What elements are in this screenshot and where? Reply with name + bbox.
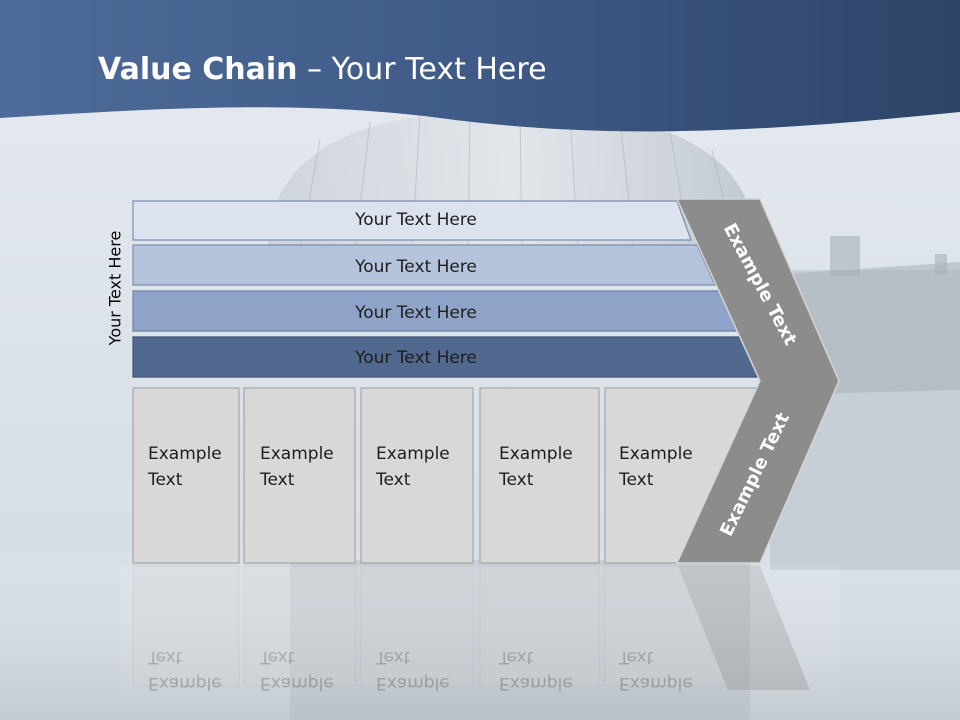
box-2: Example Text [243, 387, 356, 564]
box-1-line1: Example [148, 444, 222, 464]
box-1-line2: Text [147, 470, 183, 490]
box-4: Example Text [479, 387, 600, 564]
chevron-arrow: Example Text Example Text [675, 198, 840, 564]
title-bold: Value Chain [98, 52, 298, 87]
bar-2-shape [132, 244, 716, 286]
box-2-shape [243, 387, 356, 564]
box-2-line1: Example [260, 444, 334, 464]
bar-4: Your Text Here [132, 336, 763, 378]
bar-4-label: Your Text Here [354, 348, 477, 368]
box-4-line2: Text [498, 470, 534, 490]
box-3-line1: Example [376, 444, 450, 464]
box-1: Example Text [132, 387, 240, 564]
box-5-line2: Text [618, 470, 654, 490]
bar-1: Your Text Here [132, 200, 692, 241]
box-1-shape [132, 387, 240, 564]
title-rest: – Your Text Here [297, 52, 547, 87]
bar-2-label: Your Text Here [354, 257, 477, 277]
reflection: Text Example Text Example Text Example T… [120, 565, 840, 706]
bar-1-label: Your Text Here [354, 210, 477, 230]
chevron-shape [675, 198, 840, 564]
box-5-line1: Example [619, 444, 693, 464]
slide-title: Value Chain – Your Text Here [98, 52, 547, 87]
box-3-shape [360, 387, 474, 564]
bar-3-label: Your Text Here [354, 303, 477, 323]
box-3: Example Text [360, 387, 474, 564]
bar-1-shape [132, 200, 692, 241]
box-4-shape [479, 387, 600, 564]
box-2-line2: Text [259, 470, 295, 490]
header-banner [0, 0, 960, 132]
box-3-line2: Text [375, 470, 411, 490]
bar-3: Your Text Here [132, 290, 740, 332]
box-4-line1: Example [499, 444, 573, 464]
bar-2: Your Text Here [132, 244, 716, 286]
